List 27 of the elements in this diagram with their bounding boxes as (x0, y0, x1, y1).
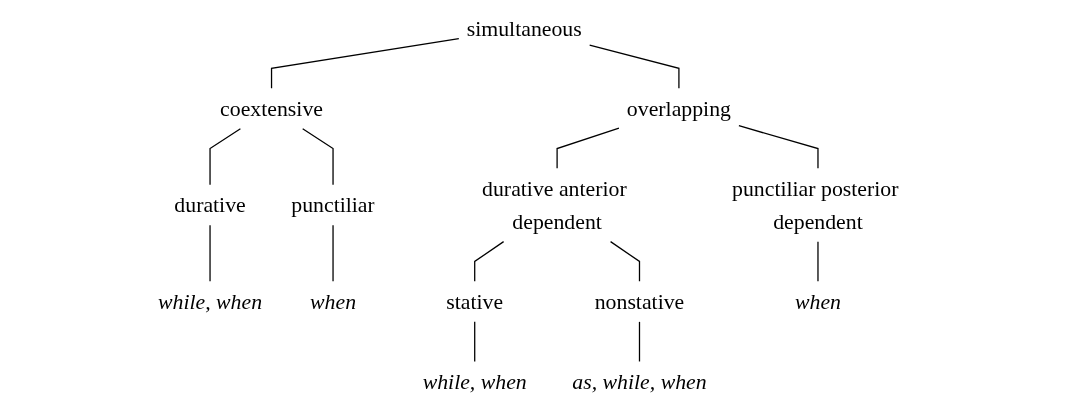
node-text: when (310, 289, 357, 314)
node-text: while, when (422, 369, 527, 395)
node-text: as, while, when (572, 369, 707, 395)
node-text: when (794, 289, 841, 314)
connector (302, 128, 334, 186)
node-text: punctiliar posterior dependent (732, 176, 899, 234)
node-text: simultaneous (466, 15, 582, 41)
connector (474, 241, 505, 282)
node-text: coextensive (220, 96, 323, 121)
connector (738, 125, 819, 169)
connector (270, 37, 460, 89)
connector (474, 321, 476, 363)
connector (638, 321, 641, 363)
connector (209, 128, 242, 186)
connector (817, 241, 819, 282)
node-text: while, when (157, 289, 263, 314)
node-text: stative (446, 289, 504, 314)
connector (209, 224, 211, 282)
connector (556, 127, 620, 169)
node-text: durative (174, 192, 246, 218)
connector (332, 224, 334, 282)
node-text: durative anterior dependent (482, 176, 627, 234)
node-text: punctiliar (291, 192, 375, 218)
connector (589, 44, 680, 89)
node-text: overlapping (626, 96, 731, 121)
node-text: nonstative (594, 289, 685, 314)
connector (609, 241, 641, 282)
